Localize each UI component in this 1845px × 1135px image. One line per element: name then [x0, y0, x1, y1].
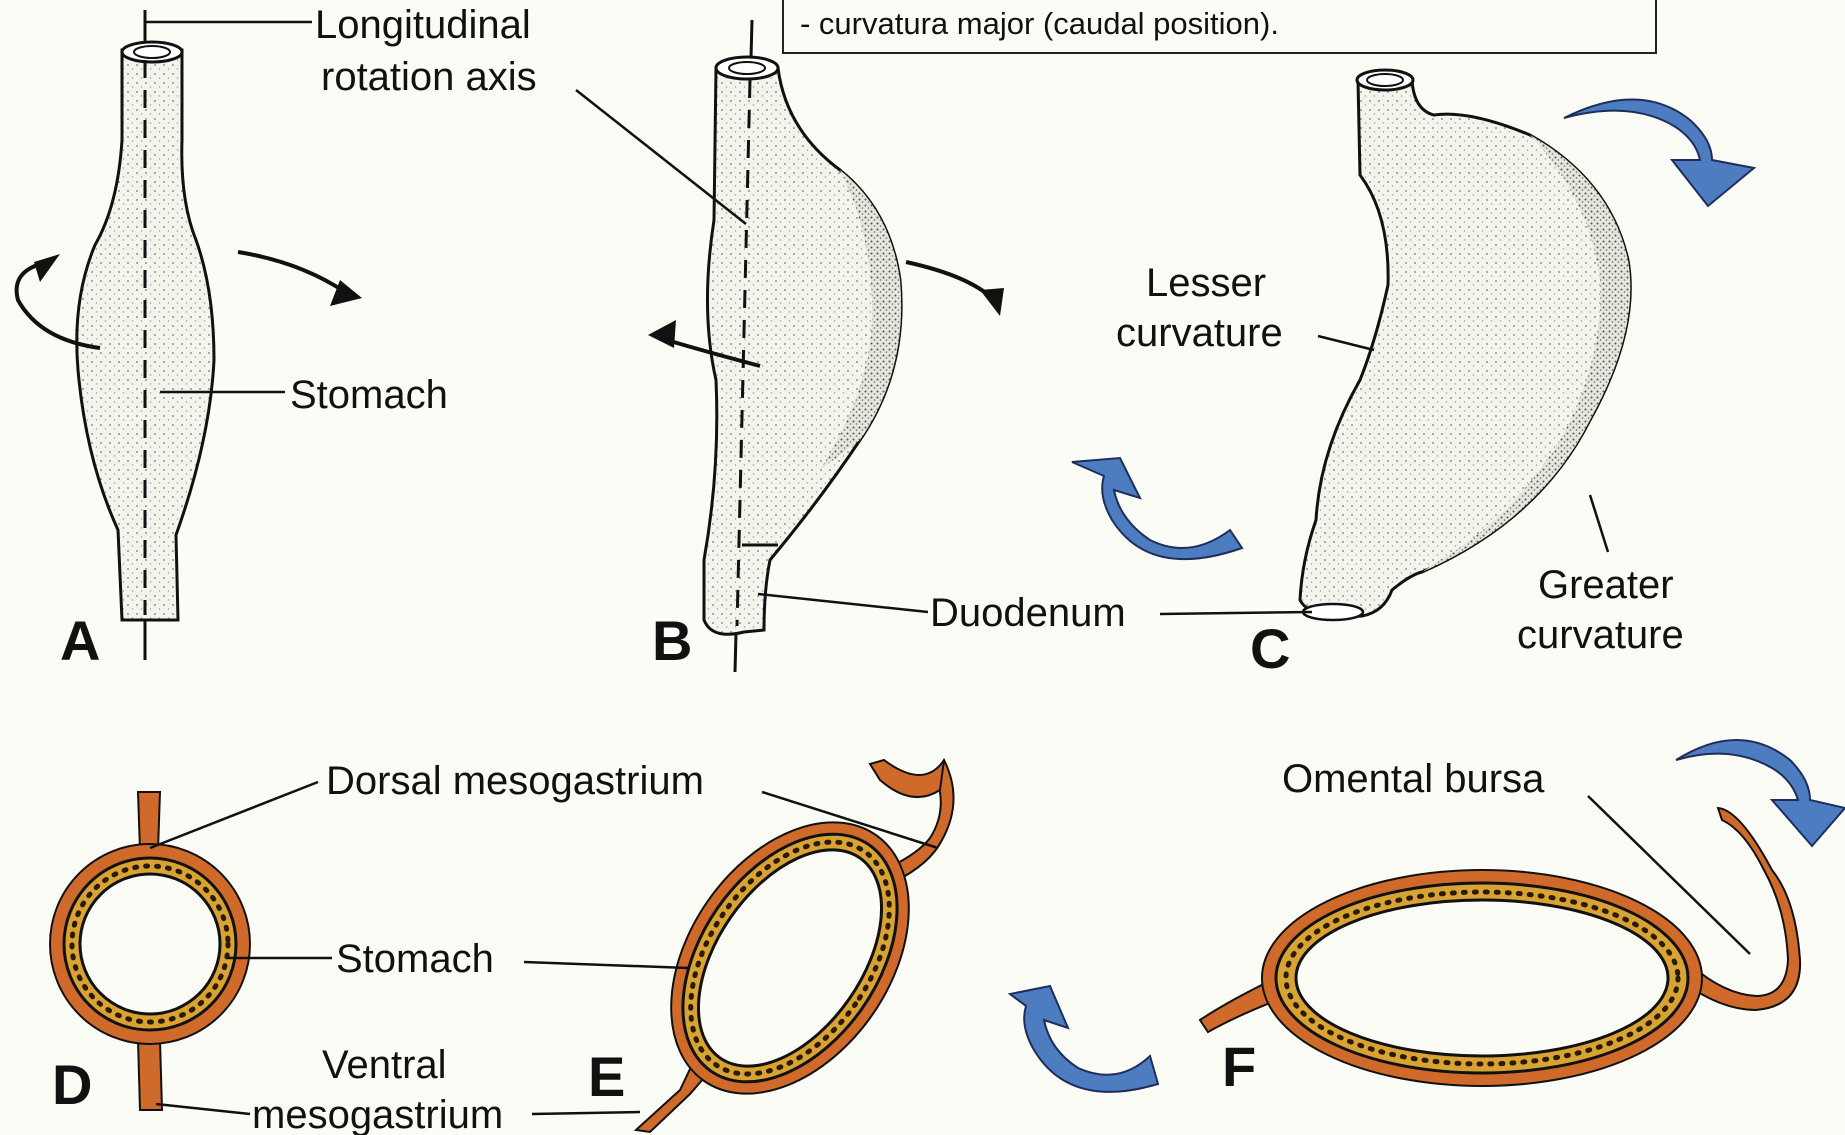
label-rotation-axis: rotation axis	[321, 55, 537, 99]
label-lesser: Lesser	[1146, 261, 1266, 305]
label-dorsal-mesogastrium: Dorsal mesogastrium	[326, 759, 704, 803]
label-stomach-d: Stomach	[336, 937, 494, 981]
rotation-arrow-icon	[1010, 986, 1158, 1092]
panel-label-e: E	[588, 1045, 625, 1108]
panel-f-cross-section	[1200, 808, 1800, 1086]
rotation-arrow-icon	[1676, 740, 1845, 846]
label-omental-bursa: Omental bursa	[1282, 757, 1545, 801]
label-greater-curvature: curvature	[1517, 613, 1684, 657]
panel-label-c: C	[1250, 617, 1290, 680]
label-stomach-a: Stomach	[290, 373, 448, 417]
label-ventral: Ventral	[322, 1043, 447, 1087]
panel-label-b: B	[652, 609, 692, 672]
panel-c-stomach	[1300, 70, 1630, 620]
label-longitudinal: Longitudinal	[315, 3, 531, 47]
label-ventral-mesogastrium: mesogastrium	[252, 1093, 503, 1135]
rotation-arrow-icon	[1072, 458, 1242, 559]
panel-label-f: F	[1222, 1035, 1256, 1098]
note-box: - curvatura major (caudal position).	[782, 0, 1657, 54]
label-lesser-curvature: curvature	[1116, 311, 1283, 355]
label-duodenum: Duodenum	[930, 591, 1126, 635]
label-greater: Greater	[1538, 563, 1674, 607]
panel-b-stomach	[648, 20, 1004, 672]
panel-a-stomach	[17, 10, 362, 660]
panel-label-a: A	[60, 609, 100, 672]
panel-e-cross-section	[622, 760, 958, 1135]
panel-label-d: D	[52, 1053, 92, 1116]
